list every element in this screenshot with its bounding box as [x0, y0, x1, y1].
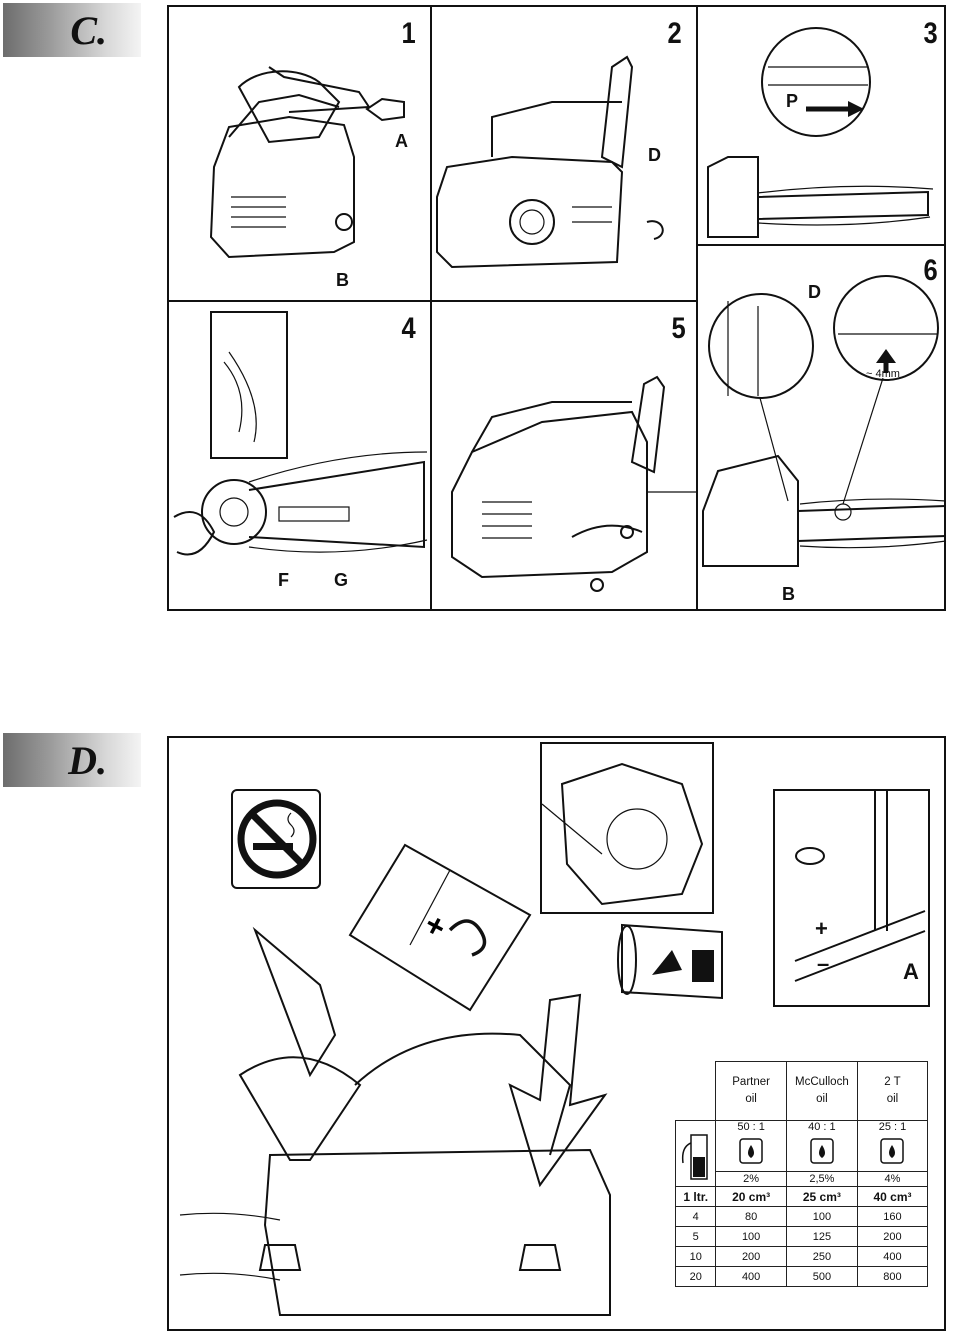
table-row: 10 200 250 400: [674, 1246, 929, 1267]
oil-amount-cell: 125: [785, 1226, 858, 1247]
oil-amount-cell: 250: [785, 1246, 858, 1267]
decrease-label: –: [817, 951, 830, 976]
callout-label: B: [782, 584, 795, 604]
chain-oil-can-icon: [612, 920, 732, 1002]
ratio-cell: 40 : 1: [785, 1120, 858, 1172]
liters-cell: 20: [674, 1266, 717, 1287]
panel-6: 6 D ~ 4mm B: [698, 246, 947, 611]
panel-5: 5: [432, 302, 697, 611]
oil-amount-cell: 800: [856, 1266, 929, 1287]
panel-2: 2 D: [432, 7, 696, 300]
oil-pump-adjustment-icon: + – A: [773, 789, 930, 1007]
panel-number: 1: [401, 17, 416, 50]
oil-amount-cell: 40 cm³: [856, 1186, 929, 1207]
section-title-c: C.: [70, 8, 107, 53]
oil-bottle-icon: [739, 1138, 763, 1164]
panel-4: 4 F G: [169, 302, 430, 611]
no-smoking-icon: [231, 789, 321, 889]
callout-label: A: [903, 959, 919, 984]
fuel-pump-icon: [681, 1134, 708, 1180]
table-row: 5 100 125 200: [674, 1226, 929, 1247]
oil-amount-cell: 160: [856, 1206, 929, 1227]
cover-refit-illustration: [451, 375, 697, 592]
oil-amount-cell: 400: [715, 1266, 787, 1287]
chainsaw-cover-removal-illustration: [209, 66, 405, 259]
chain-fitting-illustration: [707, 27, 934, 238]
section-title-d: D.: [68, 738, 107, 783]
oil-bottle-icon: [880, 1138, 905, 1164]
panel-number: 6: [923, 254, 938, 287]
callout-label: A: [395, 131, 408, 151]
refuel-arrows-icon: [170, 925, 670, 1328]
oil-amount-cell: 200: [856, 1226, 929, 1247]
section-tab-c: C.: [3, 3, 141, 57]
callout-label: P: [786, 91, 799, 111]
fuel-can-mix-icon: +: [348, 835, 535, 1012]
divider: [696, 244, 946, 246]
percent-cell: 2%: [715, 1171, 787, 1188]
oil-pump-location-illustration: [540, 742, 714, 914]
panel-3: 3 P: [698, 7, 946, 244]
table-row: 20 400 500 800: [674, 1266, 929, 1287]
divider: [167, 300, 696, 302]
divider: [696, 5, 698, 611]
liters-cell: 10: [674, 1246, 717, 1267]
liters-cell: 1 ltr.: [674, 1186, 717, 1207]
percent-cell: 2,5%: [785, 1171, 858, 1188]
oil-amount-cell: 200: [715, 1246, 787, 1267]
oil-amount-cell: 400: [856, 1246, 929, 1267]
oil-amount-cell: 500: [785, 1266, 858, 1287]
panel-number: 3: [923, 17, 938, 50]
callout-label: G: [334, 570, 349, 590]
fuel-pump-cell: [674, 1120, 717, 1187]
oil-amount-cell: 20 cm³: [715, 1186, 787, 1207]
increase-label: +: [815, 916, 828, 941]
section-tab-d: D.: [3, 733, 141, 787]
panel-number: 5: [671, 312, 686, 345]
percent-cell: 4%: [856, 1171, 929, 1188]
measurement-label: ~ 4mm: [866, 368, 900, 380]
callout-label: B: [336, 270, 349, 290]
panel-1: 1 A B: [169, 7, 430, 300]
panel-number: 4: [401, 312, 416, 345]
panel-number: 2: [667, 17, 682, 50]
divider: [430, 5, 432, 611]
oil-amount-cell: 100: [785, 1206, 858, 1227]
ratio-cell: 25 : 1: [856, 1120, 929, 1172]
callout-label: D: [808, 282, 821, 302]
oil-amount-cell: 100: [715, 1226, 787, 1247]
oil-amount-cell: 25 cm³: [785, 1186, 858, 1207]
oil-amount-cell: 80: [715, 1206, 787, 1227]
section-c-frame: [167, 5, 946, 611]
callout-label: D: [648, 145, 661, 165]
oil-bottle-icon: [810, 1138, 834, 1164]
table-row: 4 80 100 160: [674, 1206, 929, 1227]
ratio-cell: 50 : 1: [715, 1120, 787, 1172]
liters-cell: 5: [674, 1226, 717, 1247]
chainsaw-side-tension-illustration: [436, 55, 664, 269]
bar-and-chain-mount-illustration: [173, 311, 428, 556]
chain-tension-check-illustration: [702, 275, 947, 567]
callout-label: F: [278, 570, 289, 590]
section-d-frame: [167, 736, 946, 1331]
liters-cell: 4: [674, 1206, 717, 1227]
